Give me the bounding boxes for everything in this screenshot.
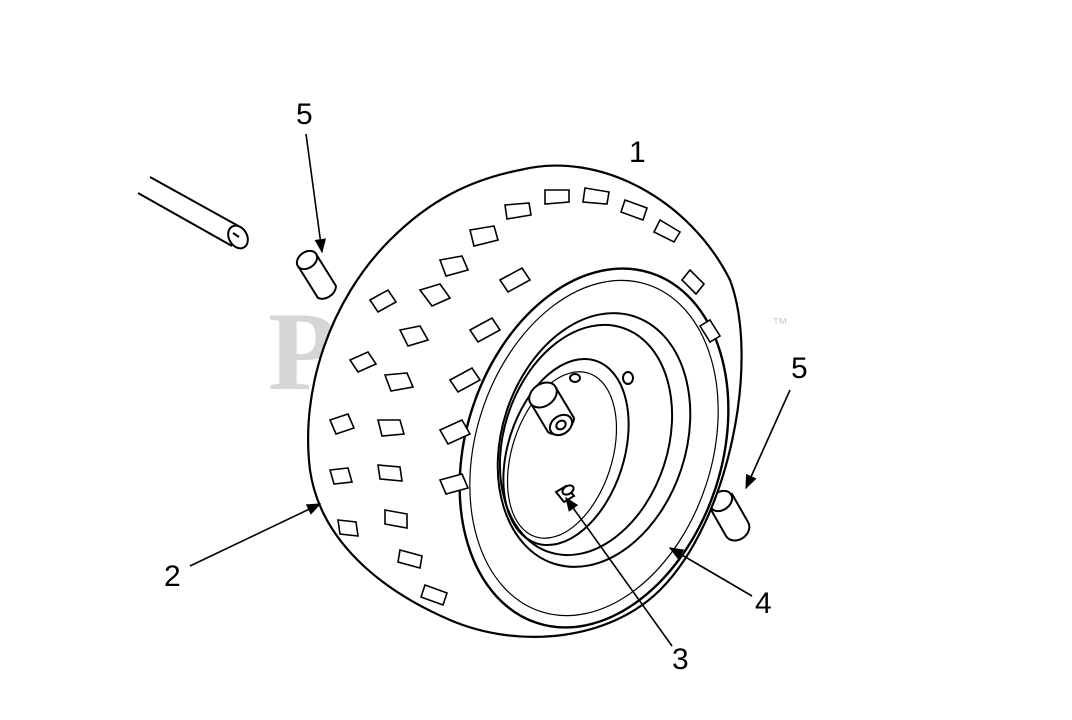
- callout-2: 2: [164, 560, 181, 593]
- wheel-hub: [528, 381, 576, 437]
- tire-tread: [328, 187, 722, 607]
- trademark-symbol: ™: [772, 316, 788, 333]
- callout-3: 3: [672, 643, 689, 676]
- spacer-bushing-left: [295, 249, 338, 300]
- leader-5-right: [745, 389, 791, 490]
- axle-shaft: [137, 176, 249, 250]
- rim-hole: [569, 373, 581, 383]
- wheel-rim: [496, 312, 692, 568]
- leader-lines: [189, 133, 791, 647]
- leader-4: [668, 547, 753, 597]
- callout-4: 4: [755, 587, 772, 620]
- rim-hole: [622, 371, 634, 385]
- callout-5-right: 5: [791, 352, 808, 385]
- leader-3: [565, 496, 673, 647]
- leader-5-left: [305, 133, 326, 254]
- callout-1: 1: [629, 136, 646, 169]
- leader-2: [189, 503, 322, 567]
- callout-5-left: 5: [296, 98, 313, 131]
